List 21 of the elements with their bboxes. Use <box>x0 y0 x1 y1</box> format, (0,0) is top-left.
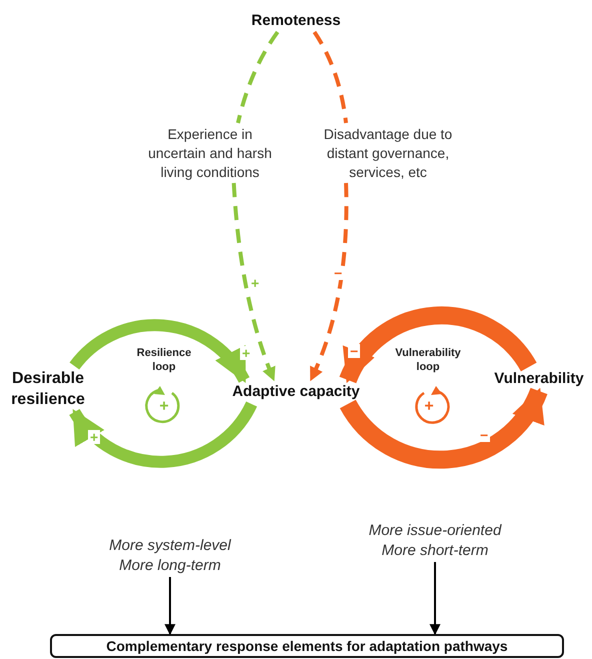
pathway-note: More system-level More long-term <box>95 535 245 577</box>
arrow <box>232 182 276 382</box>
factor-label: Vulnerability <box>488 367 590 391</box>
factor-label: Disadvantage due to distant governance, services, etc <box>304 123 472 183</box>
polarity-sign: + <box>240 346 252 360</box>
factor-label: Experience in uncertain and harsh living conditions <box>140 123 280 183</box>
arrow <box>164 577 176 636</box>
polarity-sign: − <box>348 344 360 358</box>
polarity-sign: + <box>158 399 170 415</box>
arrow <box>430 562 440 636</box>
response-box: Complementary response elements for adaptation pathways <box>50 634 564 658</box>
factor-label: Desirable resilience <box>4 366 92 412</box>
loop-label: Vulnerability loop <box>394 346 462 374</box>
factor-label: Adaptive capacity <box>222 380 370 404</box>
feedback-arrow <box>70 319 250 384</box>
loop-label: Resilience loop <box>136 346 192 374</box>
factor-label: Remoteness <box>250 10 342 32</box>
polarity-sign: + <box>88 430 100 444</box>
polarity-sign: + <box>423 399 435 415</box>
arrow <box>308 182 348 382</box>
pathway-note: More issue-oriented More short-term <box>357 520 513 562</box>
